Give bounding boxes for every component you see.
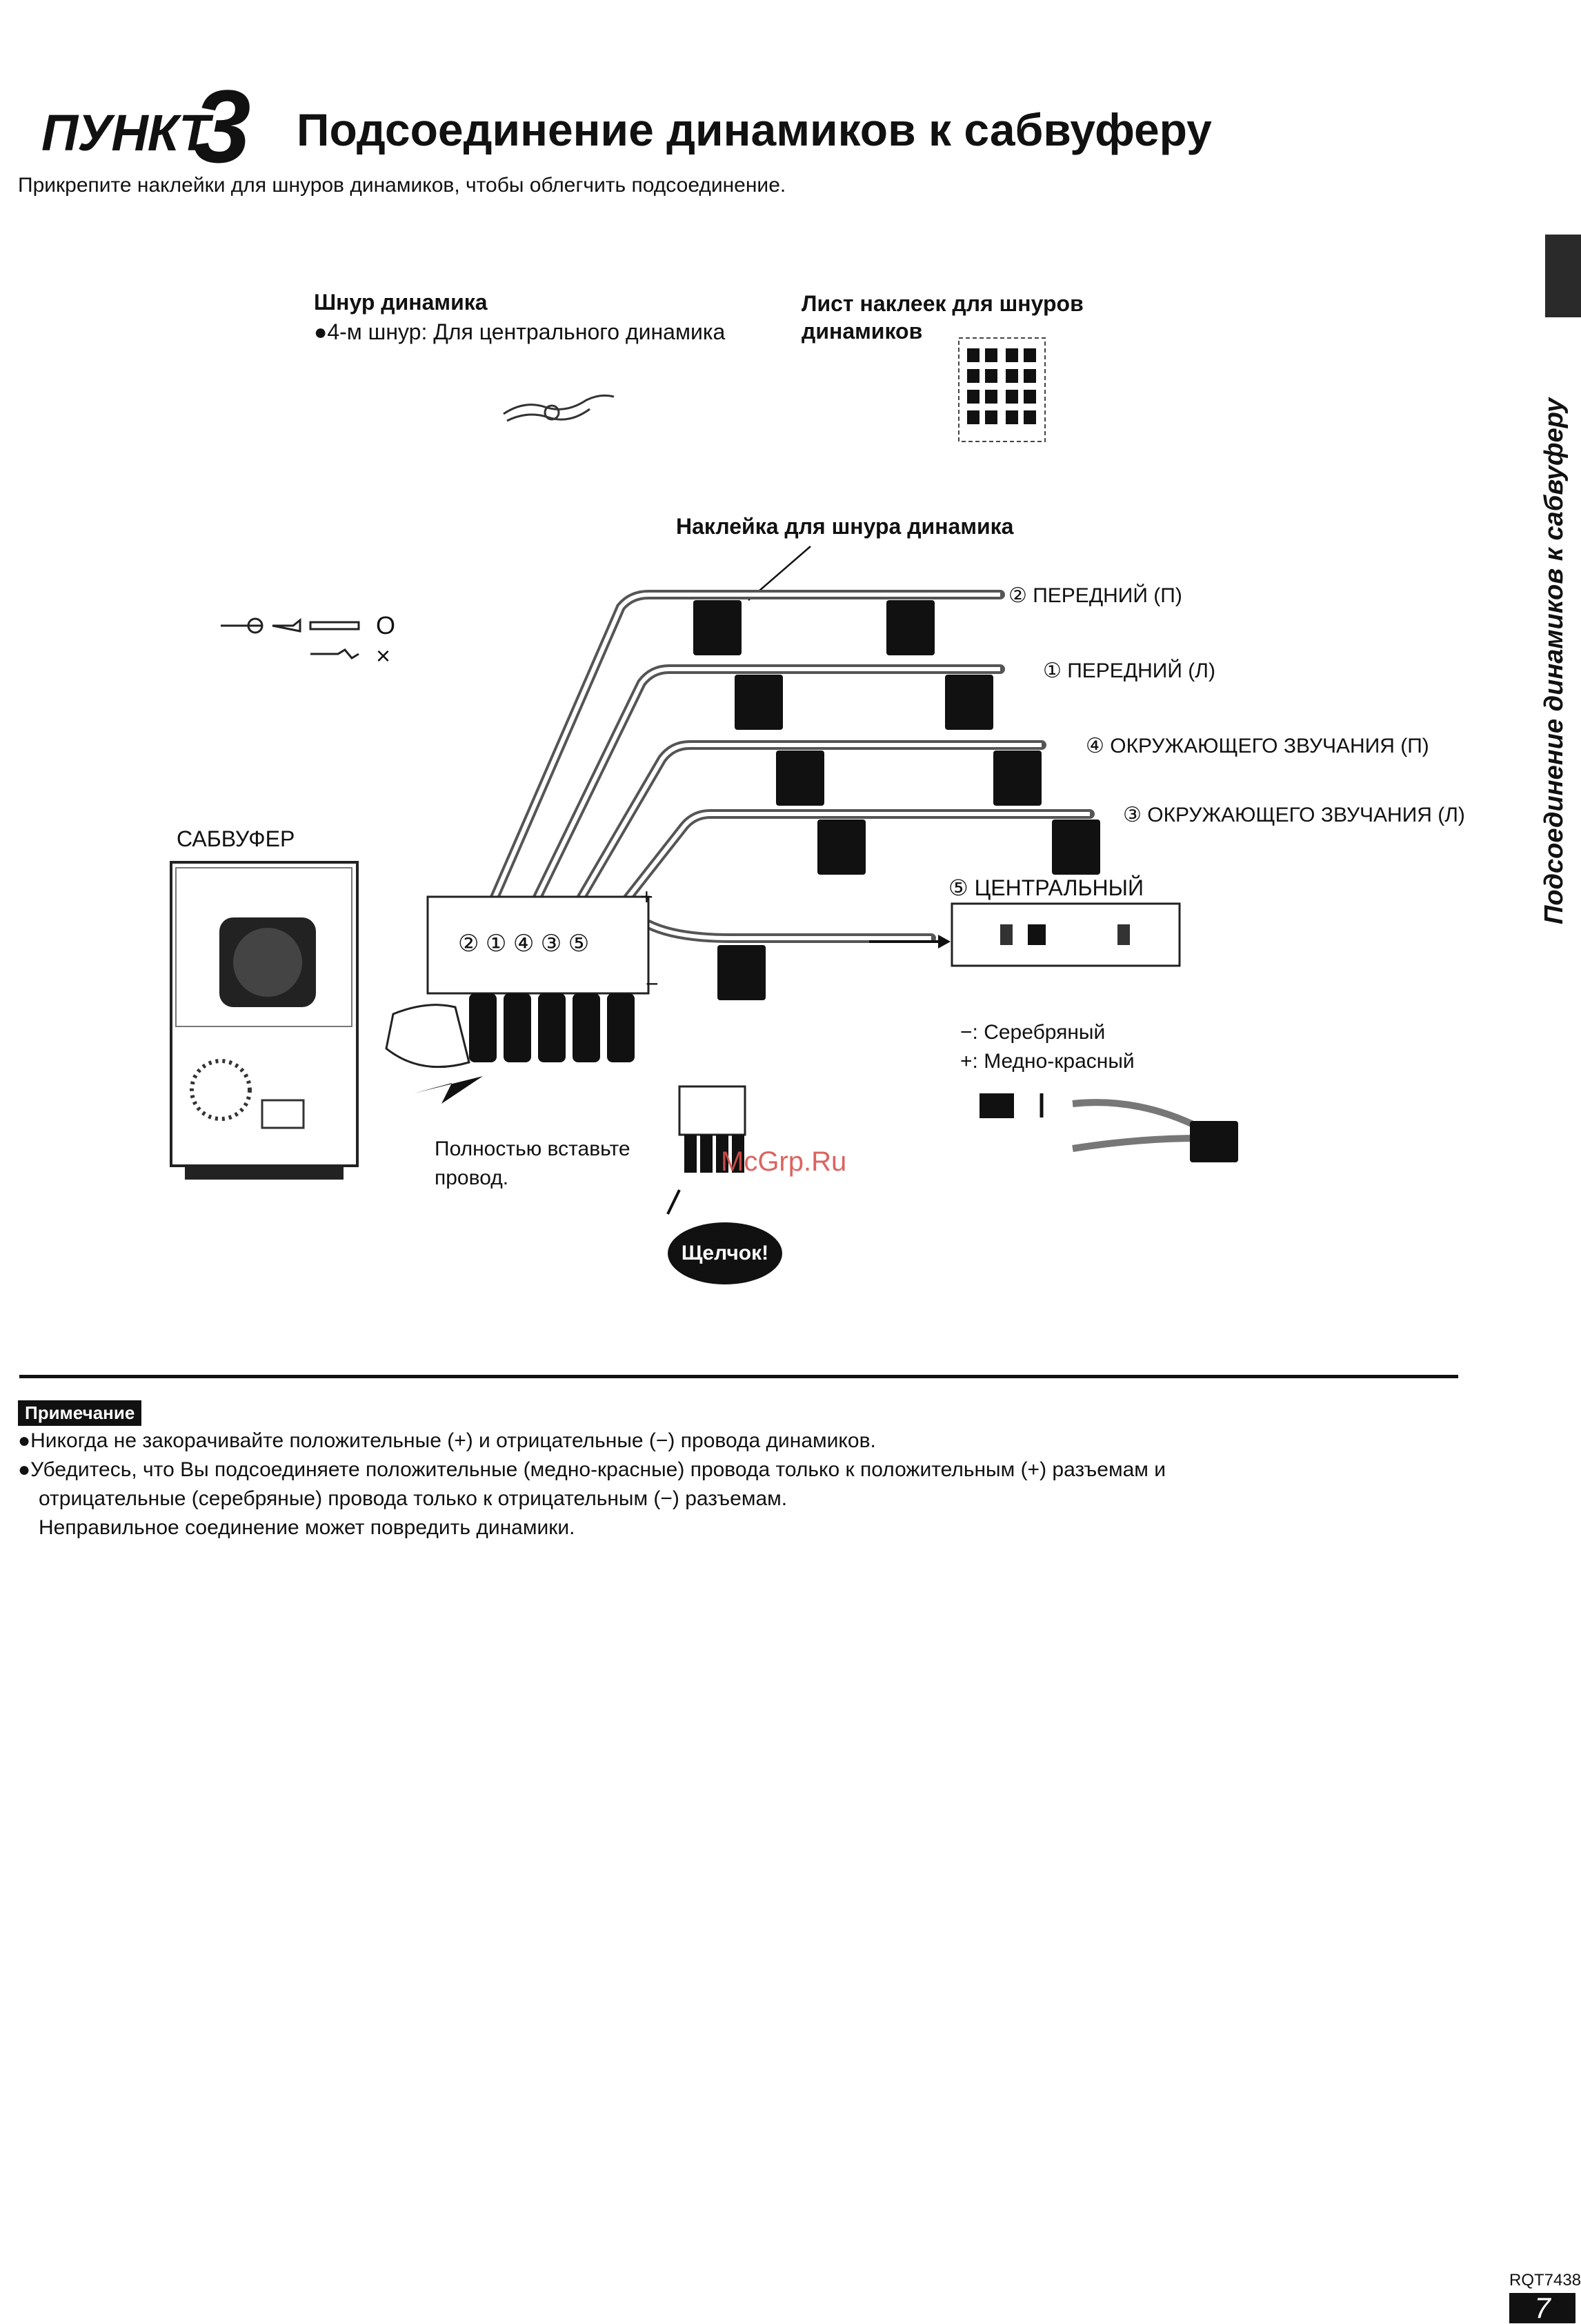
center-speaker-label: ⑤ ЦЕНТРАЛЬНЫЙ — [948, 875, 1144, 900]
cord-title: Шнур динамика — [314, 290, 488, 315]
click-badge: Щелчок! — [668, 1222, 782, 1284]
sticker-sheet-illustration — [958, 337, 1046, 442]
note-badge: Примечание — [18, 1400, 142, 1426]
document-code: RQT7438 — [1509, 2271, 1581, 2290]
speaker-label-front-right: ② ПЕРЕДНИЙ (П) — [1008, 584, 1182, 607]
subwoofer-illustration — [170, 861, 359, 1180]
speaker-label-surround-right: ④ ОКРУЖАЮЩЕГО ЗВУЧАНИЯ (П) — [1086, 735, 1429, 757]
legend-silver: −: Серебряный — [960, 1021, 1106, 1044]
plus-terminal-sign: + — [640, 884, 653, 909]
legend-copper: +: Медно-красный — [960, 1050, 1135, 1073]
good-wire-mark: O — [376, 611, 396, 639]
section-divider — [19, 1375, 1458, 1378]
sticker-sheet-title: Лист наклеек для шнуров динамиков — [802, 291, 1084, 344]
terminal-block — [385, 895, 650, 1104]
speaker-cord-illustration — [503, 394, 615, 422]
page-number: 7 — [1509, 2293, 1575, 2323]
step-label: ПУНКТ — [41, 104, 210, 161]
note-item: ●Убедитесь, что Вы подсоединяете положит… — [18, 1458, 1166, 1481]
page-title: Подсоединение динамиков к сабвуферу — [297, 104, 1212, 155]
polarity-illustration — [980, 1093, 1238, 1162]
speaker-label-front-left: ① ПЕРЕДНИЙ (Л) — [1043, 659, 1215, 682]
page-subtitle: Прикрепите наклейки для шнуров динамиков… — [18, 174, 786, 197]
watermark: McGrp.Ru — [721, 1146, 847, 1177]
note-item: Неправильное соединение может повредить … — [39, 1516, 575, 1539]
cord-note: ●4-м шнур: Для центрального динамика — [314, 319, 726, 344]
speaker-label-surround-left: ③ ОКРУЖАЮЩЕГО ЗВУЧАНИЯ (Л) — [1123, 804, 1465, 826]
insertion-illustration — [666, 1085, 746, 1215]
wire-end-examples — [221, 617, 360, 659]
step-number: 3 — [193, 68, 251, 184]
side-tab-marker — [1545, 235, 1581, 317]
center-speaker-illustration — [869, 902, 1181, 967]
terminal-numbers: ② ① ④ ③ ⑤ — [458, 931, 590, 957]
note-item: ●Никогда не закорачивайте положительные … — [18, 1429, 876, 1452]
bad-wire-mark: × — [376, 642, 391, 670]
insert-wire-note: Полностью вставьте провод. — [435, 1138, 630, 1189]
minus-terminal-sign: − — [646, 971, 659, 996]
note-list: ●Никогда не закорачивайте положительные … — [18, 1427, 1453, 1542]
subwoofer-label: САБВУФЕР — [177, 826, 295, 851]
sticker-label: Наклейка для шнура динамика — [676, 514, 1014, 539]
note-item: отрицательные (серебряные) провода тольк… — [39, 1487, 788, 1510]
cable-stickers — [693, 600, 1100, 1000]
